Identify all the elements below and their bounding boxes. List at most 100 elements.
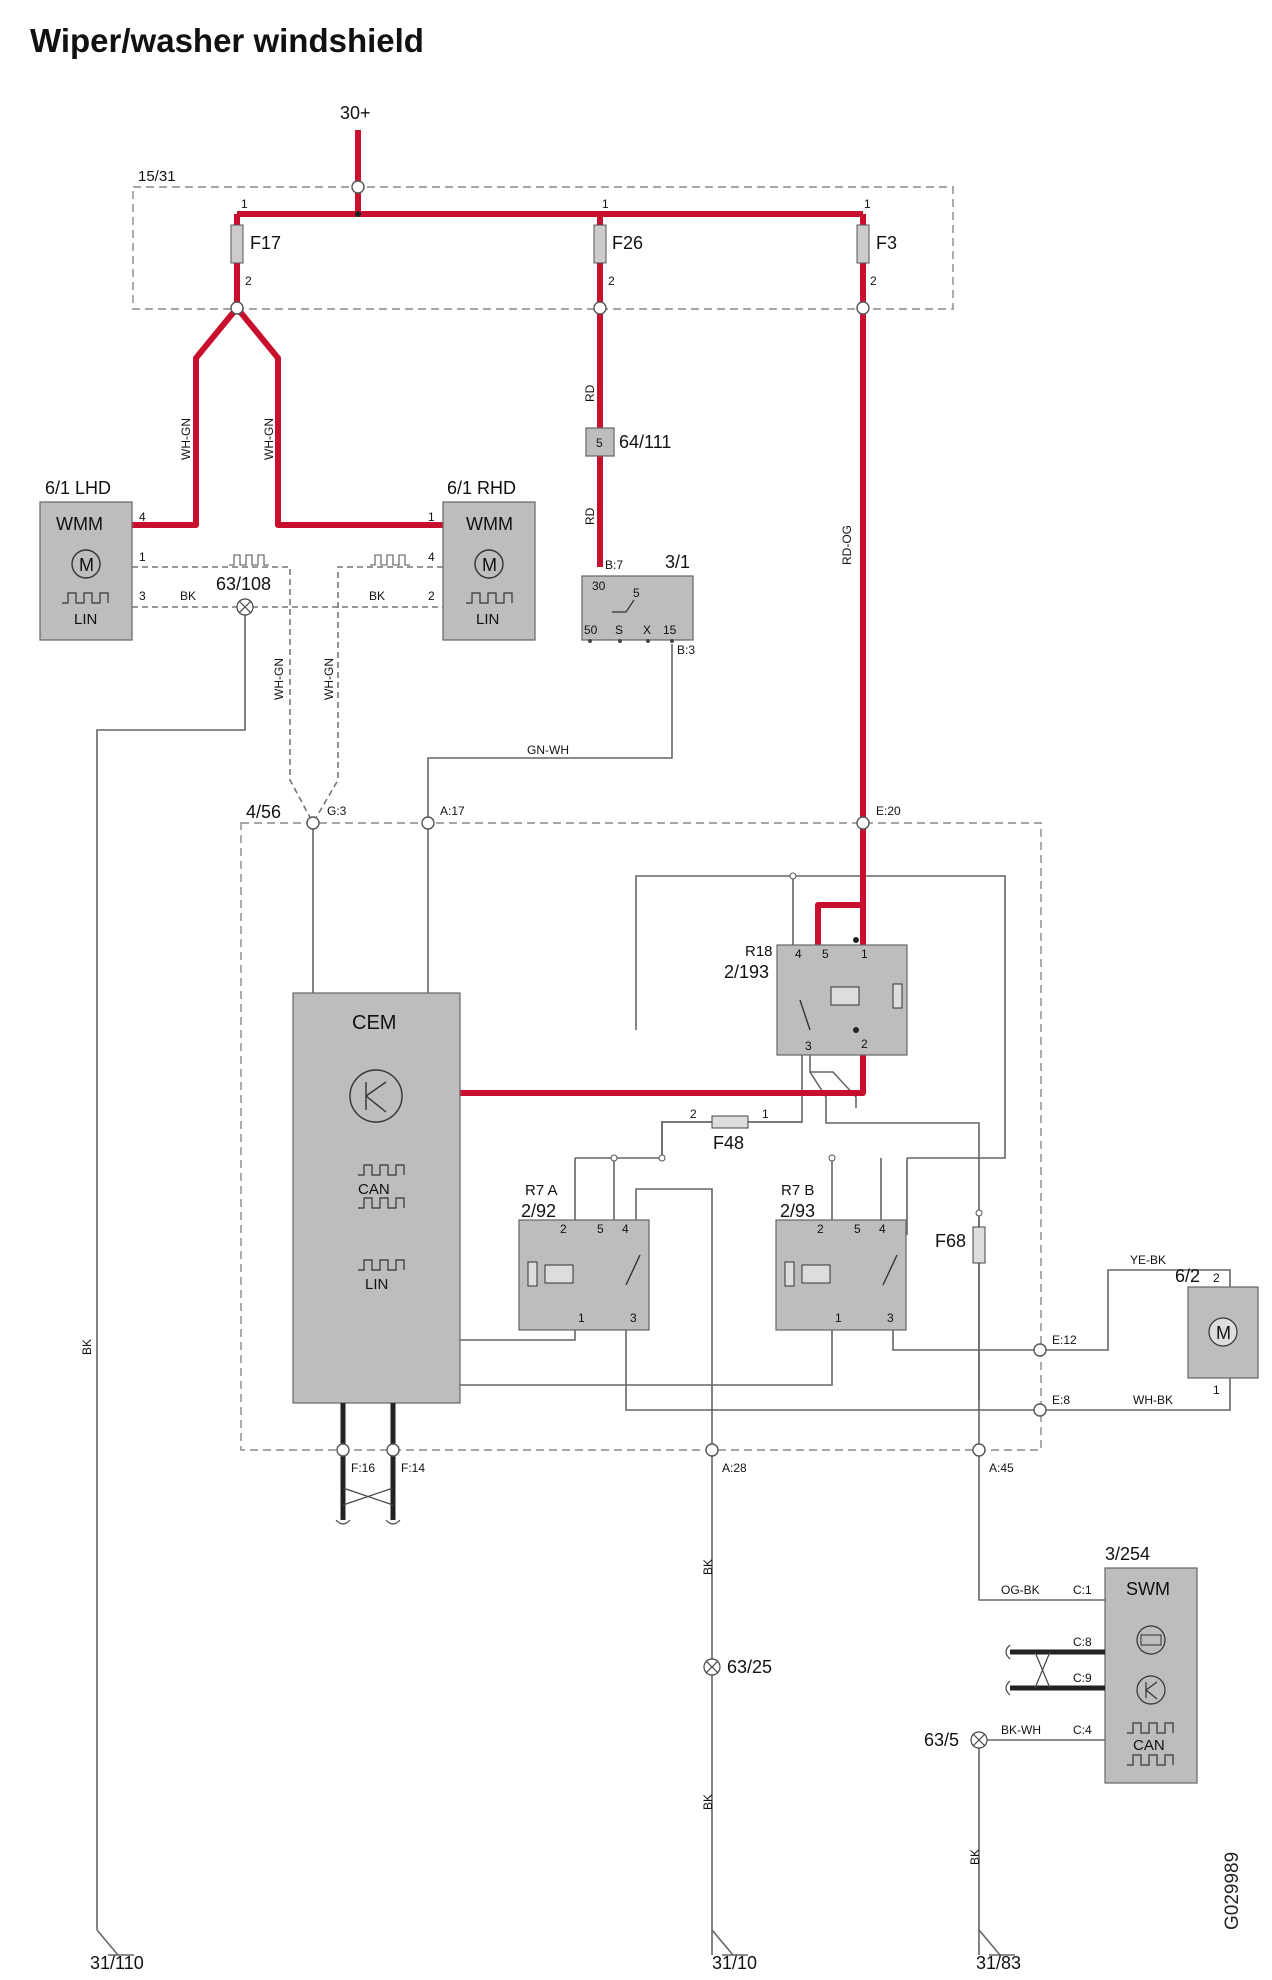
motor-icon <box>1208 1317 1238 1347</box>
pin-label: 30 <box>592 579 606 593</box>
fuse-f17: 1 2 F17 <box>230 197 281 288</box>
wmm-rhd: 6/1 RHD WMM M LIN 1 4 2 <box>370 478 536 641</box>
switch-contact-icon <box>612 599 635 613</box>
cem-module: CEM CAN LIN <box>292 992 461 1404</box>
relay-coil-icon <box>801 1264 831 1284</box>
pin-label: 3 <box>139 589 146 603</box>
pin-label: 1 <box>578 1311 585 1325</box>
fuse-f3-label: F3 <box>876 233 897 253</box>
pin-label: 2 <box>428 589 435 603</box>
relay-r7a-num: 2/92 <box>521 1201 556 1221</box>
pin-label: 1 <box>864 197 871 211</box>
wire-label: BK-WH <box>1001 1723 1041 1737</box>
fuse-out-node <box>230 301 244 315</box>
pin-label: 2 <box>608 274 615 288</box>
swm-can-label: CAN <box>1133 1737 1165 1754</box>
transistor-icon <box>1136 1675 1166 1705</box>
cem-can-label: CAN <box>358 1181 390 1198</box>
connector-label: A:28 <box>722 1461 747 1475</box>
pin-label: 5 <box>633 586 640 600</box>
sensor-icon <box>1136 1625 1166 1655</box>
wire-label: WH-GN <box>322 658 336 700</box>
supply-label: 30+ <box>340 103 371 123</box>
motor-icon <box>474 549 504 579</box>
swm-can-stubs <box>1005 1644 1105 1696</box>
wmm-lhd: 6/1 LHD WMM M LIN 4 1 3 <box>39 478 269 641</box>
pin-label: X <box>643 623 651 637</box>
connector-node <box>1033 1343 1047 1357</box>
pin-label: 50 <box>584 623 598 637</box>
fuse-box-label: 15/31 <box>138 168 176 185</box>
pin-label: B:7 <box>605 558 623 572</box>
wire-label: WH-GN <box>272 658 286 700</box>
splice-63-25: 63/25 <box>703 1657 772 1677</box>
pin-label: 4 <box>795 947 802 961</box>
wire-label: OG-BK <box>1001 1583 1040 1597</box>
pin-label: 5 <box>596 436 603 450</box>
wire-label: WH-GN <box>262 418 276 460</box>
connector-node <box>856 816 870 830</box>
relay-r18-num: 2/193 <box>724 962 769 982</box>
module-outline <box>240 822 1042 1451</box>
connector-label: E:8 <box>1052 1393 1070 1407</box>
relay-switch-icon <box>882 1254 898 1286</box>
wire-label: BK <box>180 589 196 603</box>
pin-label: 2 <box>870 274 877 288</box>
ground-31-10: 31/10 <box>712 1953 757 1973</box>
wmm-rhd-bus: LIN <box>476 611 499 628</box>
fuse-f17-label: F17 <box>250 233 281 253</box>
pin-label: 5 <box>854 1222 861 1236</box>
ground-31-83: 31/83 <box>976 1953 1021 1973</box>
pin-label: 5 <box>822 947 829 961</box>
connector-node <box>705 1443 719 1457</box>
relay-r7b-ref: R7 B <box>781 1182 814 1199</box>
wire-label: GN-WH <box>527 743 569 757</box>
swm-ref: 3/254 <box>1105 1544 1150 1564</box>
connector-node <box>421 816 435 830</box>
splice-63-108: 63/108 <box>216 574 271 616</box>
pin-label: 1 <box>428 510 435 524</box>
fuse-f68: F68 <box>935 1226 986 1264</box>
ignition-switch-ref: 3/1 <box>665 552 690 572</box>
connector-label: C:9 <box>1073 1671 1092 1685</box>
pin-label: 2 <box>560 1222 567 1236</box>
fuse-f68-label: F68 <box>935 1231 966 1251</box>
module-ref: 4/56 <box>246 802 281 822</box>
pin-label: 2 <box>817 1222 824 1236</box>
ignition-switch-3-1: 3/1 B:7 30 5 50 S X 15 B:3 <box>581 552 695 657</box>
lin-bus-wiring <box>132 566 443 824</box>
fuse-f48-label: F48 <box>713 1133 744 1153</box>
wire-label: YE-BK <box>1130 1253 1166 1267</box>
fuse-f26: 1 2 F26 <box>593 197 643 288</box>
lin-waveform-icon <box>358 1259 405 1271</box>
relay-r7a: R7 A 2/92 2 5 4 1 3 <box>518 1182 650 1331</box>
wire-label: BK <box>80 1339 94 1355</box>
connector-label: G:3 <box>327 804 347 818</box>
signal-waveform-icon <box>370 554 410 566</box>
connector-node <box>972 1443 986 1457</box>
pin-label: 5 <box>597 1222 604 1236</box>
washer-pump: 6/2 M 2 1 <box>1175 1266 1259 1397</box>
connector-label: A:45 <box>989 1461 1014 1475</box>
wire-label: BK <box>968 1849 982 1865</box>
wire-label: BK <box>701 1794 715 1810</box>
supply-node <box>351 180 365 194</box>
connector-64-111-label: 64/111 <box>619 432 671 452</box>
wire-label: RD-OG <box>840 525 854 565</box>
fuse-out-node <box>856 301 870 315</box>
connector-label: F:14 <box>401 1461 425 1475</box>
can-low-icon <box>1127 1754 1174 1766</box>
junction-dot <box>355 211 361 217</box>
wmm-rhd-ref: 6/1 RHD <box>447 478 516 498</box>
wire-label: BK <box>369 589 385 603</box>
relay-r18: R18 2/193 4 5 1 3 2 <box>724 943 908 1056</box>
pin-label: 3 <box>887 1311 894 1325</box>
relay-coil-icon <box>544 1264 574 1284</box>
pin-label: 3 <box>630 1311 637 1325</box>
motor-icon <box>71 549 101 579</box>
can-high-icon <box>1127 1722 1174 1734</box>
pin-label: 15 <box>663 623 677 637</box>
pin-label: 1 <box>241 197 248 211</box>
pin-label: 1 <box>602 197 609 211</box>
